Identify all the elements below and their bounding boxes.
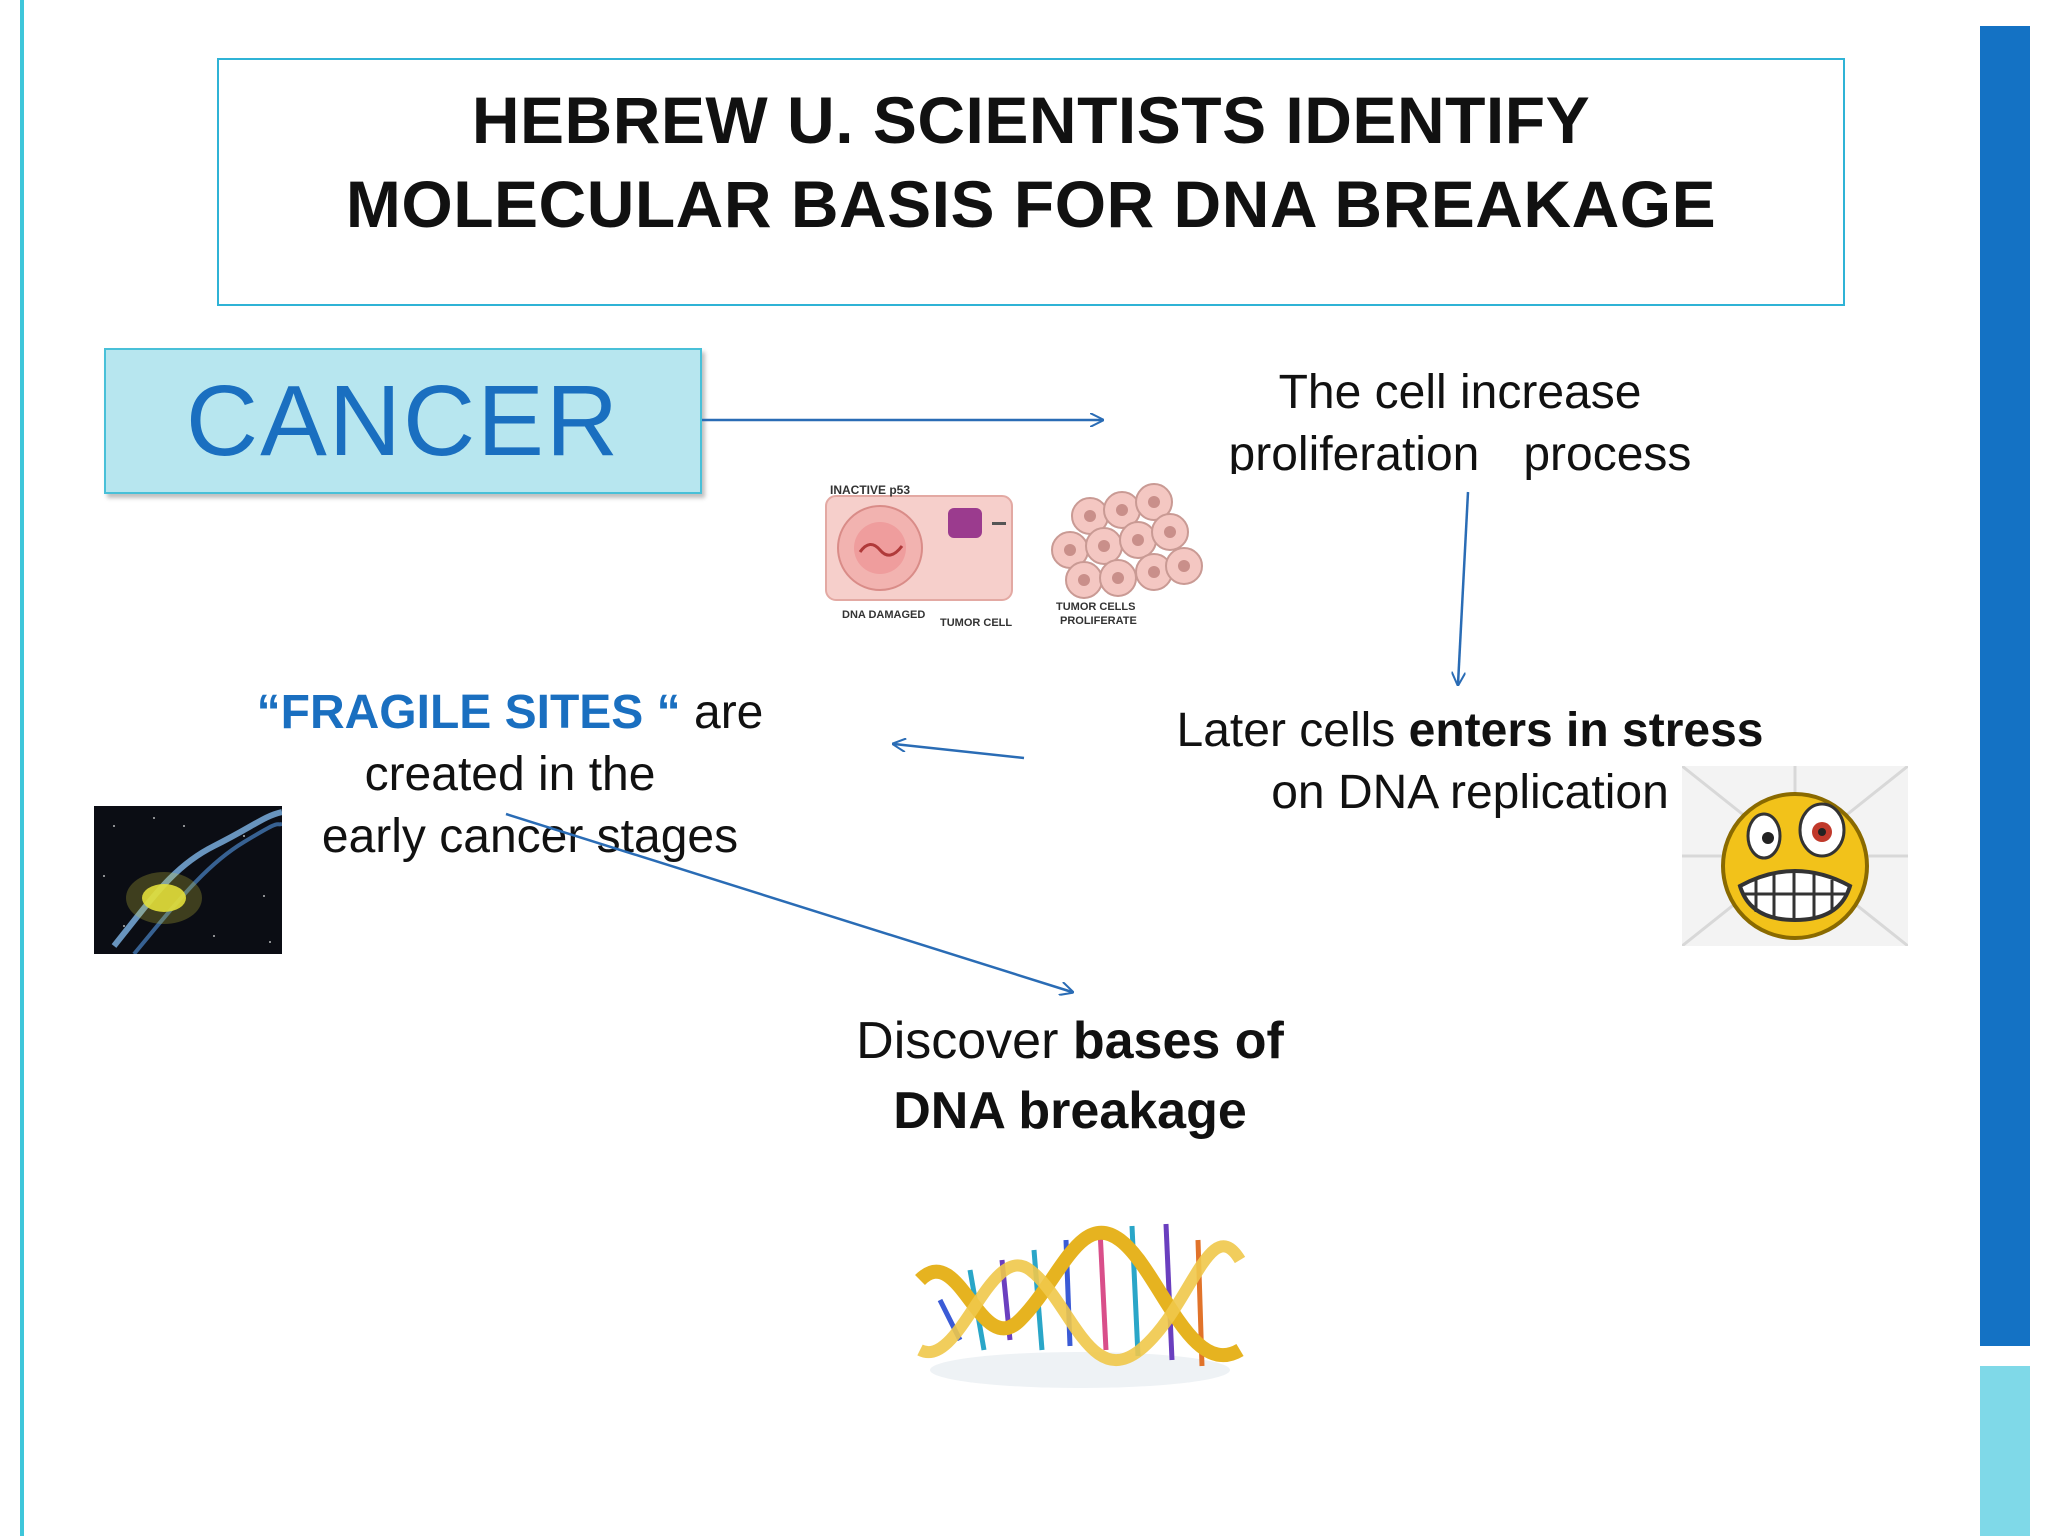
arrow-proliferation-to-stress [1458, 491, 1470, 684]
discover-line-2: DNA breakage [790, 1076, 1350, 1146]
discover-text: Discover bases of DNA breakage [790, 1006, 1350, 1146]
tumor-cell-proliferation-image: INACTIVE p53 DNA DAMAGED TUMOR CELL TUMO… [820, 474, 1240, 634]
discover-line-1: Discover bases of [790, 1006, 1350, 1076]
label-proliferate: PROLIFERATE [1060, 615, 1137, 627]
stress-line-1: Later cells enters in stress [1130, 700, 1810, 762]
label-tumor-cells: TUMOR CELLS [1056, 601, 1135, 613]
stress-line-2: on DNA replication [1271, 766, 1669, 819]
fragile-line-1: “FRAGILE SITES “ are [220, 682, 800, 744]
stress-bold: enters in stress [1408, 704, 1764, 757]
dna-helix-dark-image [94, 806, 282, 954]
stressed-face-image [1682, 766, 1908, 946]
fragile-line-2: created in the [364, 748, 656, 801]
discover-prefix: Discover [856, 1012, 1073, 1070]
label-dna-damaged: DNA DAMAGED [842, 609, 925, 621]
label-inactive-p53: INACTIVE p53 [830, 483, 910, 497]
right-accent-bar [1980, 26, 2030, 1346]
proliferation-line-2: proliferation process [1180, 424, 1740, 486]
fragile-line-3: early cancer stages [321, 810, 739, 863]
proliferation-text: The cell increase proliferation process [1180, 362, 1740, 486]
discover-bold-2: DNA breakage [893, 1082, 1247, 1140]
cancer-box: CANCER [104, 348, 702, 494]
dna-double-helix-image [910, 1200, 1250, 1412]
title-box: HEBREW U. SCIENTISTS IDENTIFY MOLECULAR … [217, 58, 1845, 306]
fragile-sites-term: “FRAGILE SITES “ [256, 686, 681, 739]
fragile-sites-text: “FRAGILE SITES “ are created in the earl… [220, 682, 800, 868]
stress-text: Later cells enters in stress on DNA repl… [1130, 700, 1810, 824]
label-tumor-cell: TUMOR CELL [940, 617, 1012, 629]
stress-prefix: Later cells [1176, 704, 1409, 757]
arrow-stress-to-fragile [894, 744, 1025, 760]
discover-bold-1: bases of [1072, 1012, 1284, 1070]
right-accent-bar-light [1980, 1366, 2030, 1536]
title-line-2: MOLECULAR BASIS FOR DNA BREAKAGE [345, 167, 1717, 241]
fragile-suffix: are [680, 686, 764, 739]
cancer-label: CANCER [185, 364, 621, 477]
left-accent-rule [20, 0, 24, 1536]
proliferation-line-1: The cell increase [1278, 366, 1642, 419]
process-word: process [1523, 428, 1692, 481]
proliferation-word: proliferation [1228, 428, 1480, 481]
title-line-1: HEBREW U. SCIENTISTS IDENTIFY [471, 83, 1591, 157]
